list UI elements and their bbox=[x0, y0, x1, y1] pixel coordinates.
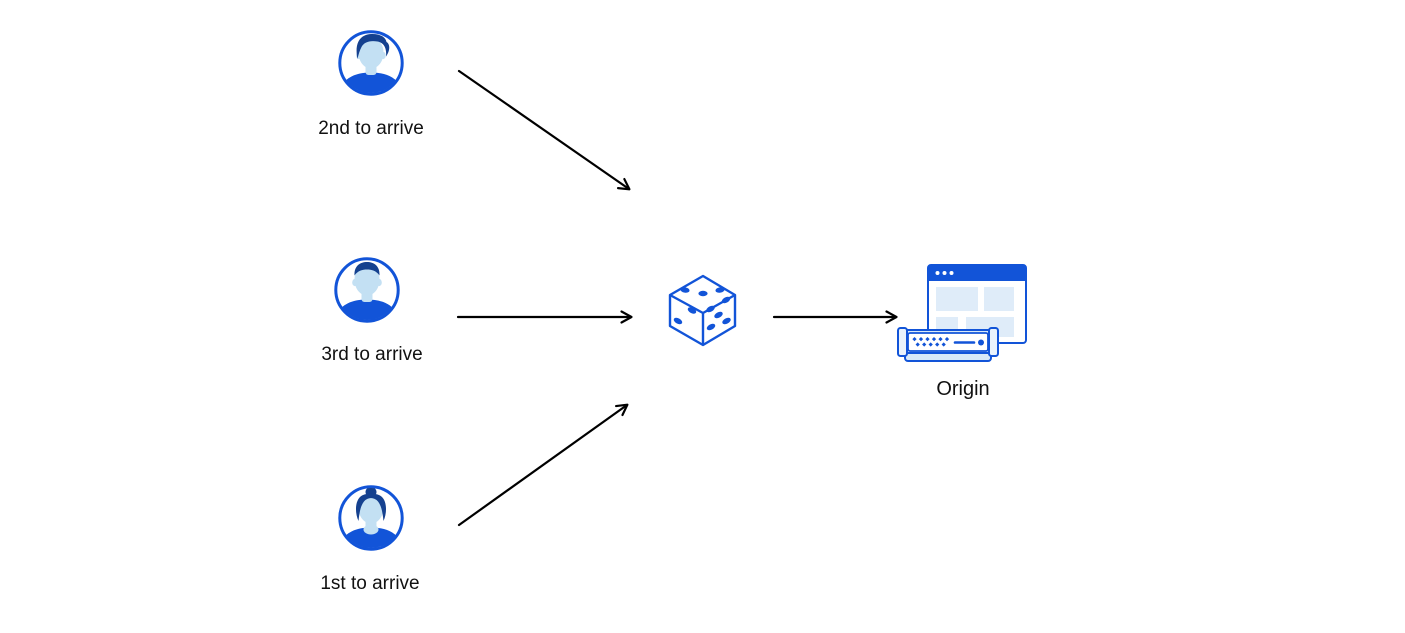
visitor-label: 3rd to arrive bbox=[321, 344, 423, 365]
arrow-first-visitor-to-dice bbox=[457, 403, 629, 527]
server-panel bbox=[907, 332, 989, 352]
dice-pips-top bbox=[680, 287, 725, 297]
visitor-label: 2nd to arrive bbox=[318, 118, 424, 139]
origin-node: Origin bbox=[896, 262, 1030, 400]
server-right-tab bbox=[988, 327, 999, 357]
origin-server-icon bbox=[897, 264, 1027, 362]
randomizer-node bbox=[665, 270, 741, 355]
origin-label: Origin bbox=[936, 378, 990, 400]
dice-pips-left bbox=[673, 307, 697, 325]
female-avatar-icon bbox=[338, 485, 404, 551]
hair bbox=[354, 262, 380, 276]
server-box bbox=[897, 327, 999, 362]
male-avatar-icon bbox=[338, 30, 404, 96]
visitor-node-third: 3rd to arrive bbox=[321, 257, 423, 365]
server-led bbox=[978, 339, 984, 346]
content-block bbox=[936, 287, 978, 311]
arrow-second-visitor-to-dice bbox=[457, 69, 631, 191]
content-block bbox=[984, 287, 1014, 311]
hair bbox=[355, 493, 387, 521]
browser-window bbox=[927, 264, 1027, 344]
server-left-tab bbox=[897, 327, 908, 357]
dice-pips-right bbox=[706, 296, 731, 331]
visitor-label: 1st to arrive bbox=[320, 573, 420, 594]
male-avatar-icon bbox=[334, 257, 400, 323]
server-base bbox=[904, 352, 992, 362]
face bbox=[354, 265, 380, 296]
visitor-node-second: 2nd to arrive bbox=[318, 30, 424, 139]
face bbox=[358, 493, 384, 524]
dice-icon bbox=[668, 274, 737, 347]
visitor-node-first: 1st to arrive bbox=[320, 485, 420, 594]
face bbox=[358, 38, 384, 69]
hair bbox=[356, 33, 390, 59]
window-dots bbox=[935, 271, 954, 275]
